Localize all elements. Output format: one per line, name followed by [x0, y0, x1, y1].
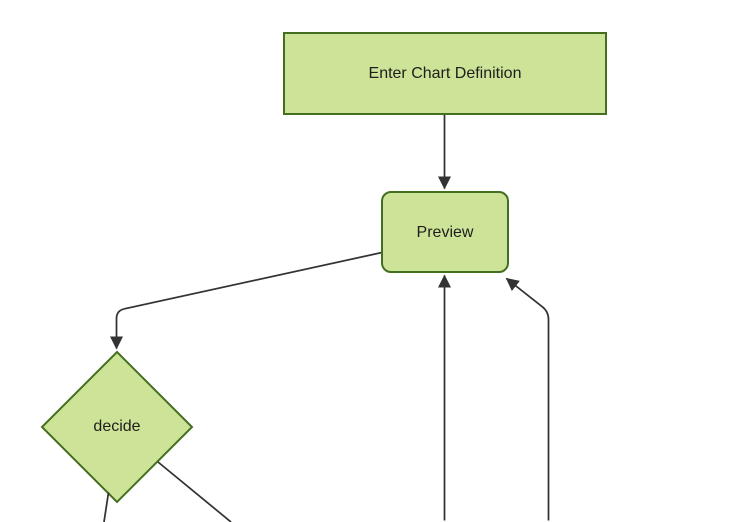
edge-bottomright-to-preview	[505, 277, 550, 521]
node-enter-chart-definition: Enter Chart Definition	[283, 32, 607, 115]
edge-decide-to-bottomright	[157, 461, 232, 522]
node-decide-label: decide	[93, 418, 141, 435]
edge-preview-to-decide	[110, 251, 383, 350]
edge-decide-to-bottomleft	[103, 492, 110, 522]
node-enter-chart-definition-label: Enter Chart Definition	[368, 65, 522, 82]
node-preview-label: Preview	[416, 223, 474, 241]
node-preview: Preview	[381, 191, 509, 273]
decide-diamond-shape	[40, 350, 194, 504]
